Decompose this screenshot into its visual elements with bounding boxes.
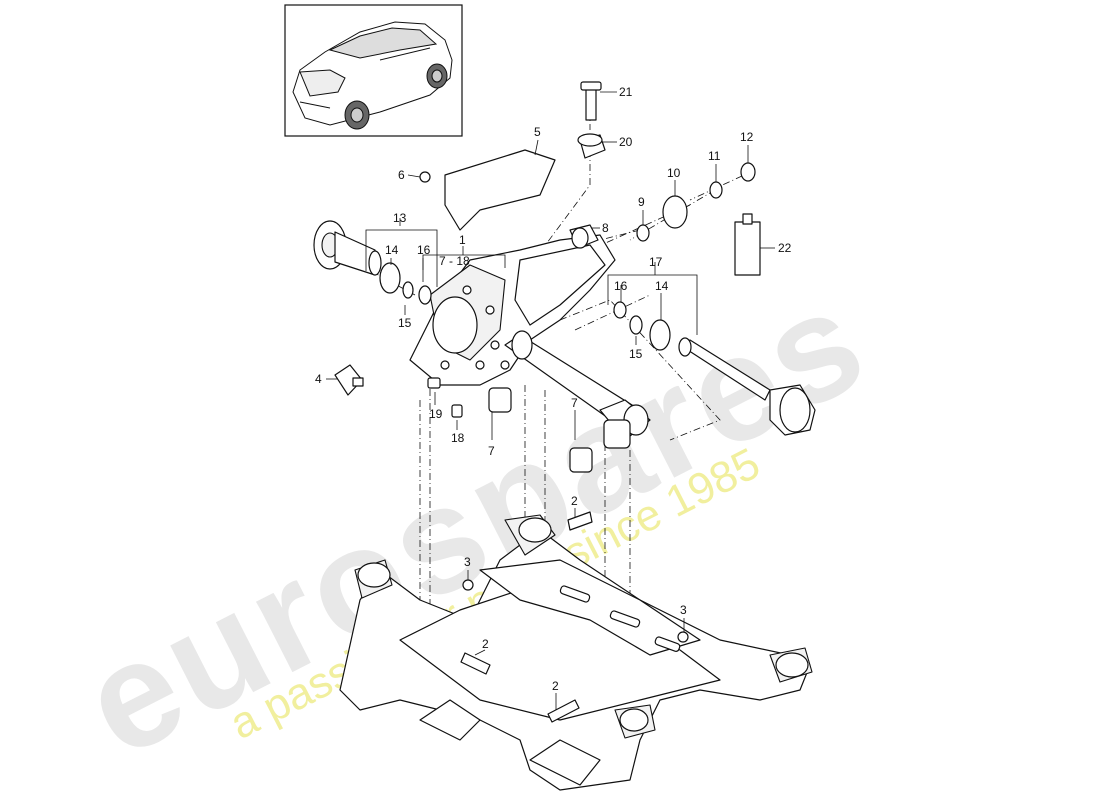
callout-17: 17 [649, 255, 663, 269]
seals [379, 162, 756, 351]
callout-labels: 1 7 - 18 2 2 2 3 3 4 5 6 7 7 8 9 10 11 1… [315, 85, 792, 693]
callout-12: 12 [740, 130, 754, 144]
leader-lines [326, 91, 775, 710]
bushings [488, 133, 631, 473]
callout-2a: 2 [571, 494, 578, 508]
callout-1: 1 [459, 233, 466, 247]
callout-3a: 3 [464, 555, 471, 569]
subframe [339, 514, 813, 791]
callout-8: 8 [602, 221, 609, 235]
callout-11: 11 [708, 149, 721, 163]
callout-16a: 16 [417, 243, 431, 257]
callout-7a: 7 [488, 444, 495, 458]
callout-7b: 7 [571, 396, 578, 410]
callout-18: 18 [451, 431, 465, 445]
differential-housing [409, 234, 616, 386]
callout-5: 5 [534, 125, 541, 139]
callout-22: 22 [778, 241, 792, 255]
callout-14a: 14 [385, 243, 399, 257]
callout-15a: 15 [398, 316, 412, 330]
callout-16b: 16 [614, 279, 628, 293]
callout-15b: 15 [629, 347, 643, 361]
callout-9: 9 [638, 195, 645, 209]
callout-21: 21 [619, 85, 633, 99]
callout-2b: 2 [482, 637, 489, 651]
vehicle-thumbnail [284, 4, 463, 137]
callout-14b: 14 [655, 279, 669, 293]
callout-19: 19 [429, 407, 443, 421]
callout-20: 20 [619, 135, 633, 149]
callout-2c: 2 [552, 679, 559, 693]
hardware [334, 81, 761, 723]
callout-3b: 3 [680, 603, 687, 617]
callout-10: 10 [667, 166, 681, 180]
car-icon [292, 21, 453, 130]
callout-13: 13 [393, 211, 407, 225]
left-flange [313, 220, 382, 276]
right-half-shaft [678, 337, 816, 436]
callout-1-range: 7 - 18 [439, 254, 470, 268]
callout-4: 4 [315, 372, 322, 386]
callout-6: 6 [398, 168, 405, 182]
